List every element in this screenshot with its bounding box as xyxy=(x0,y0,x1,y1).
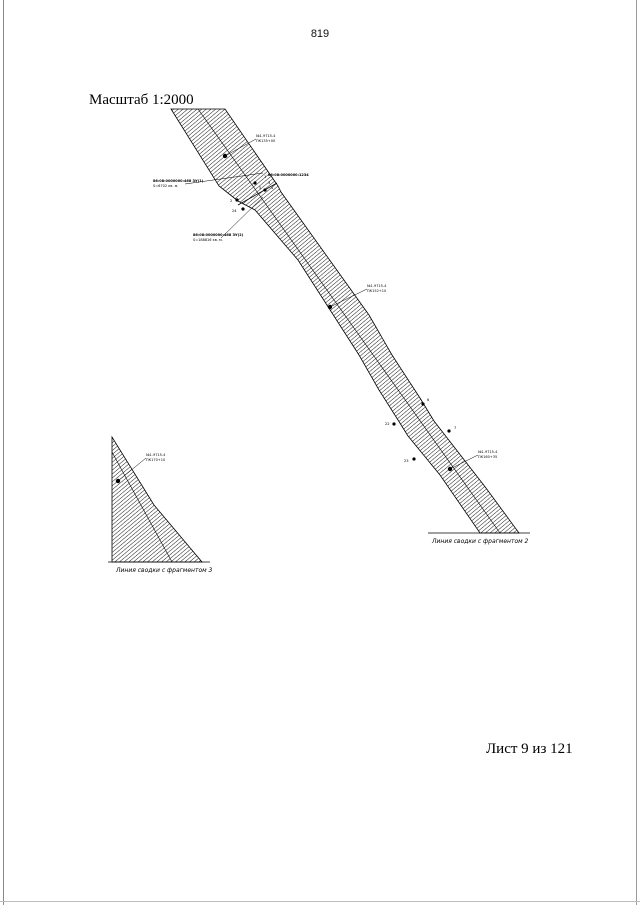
point-label: 2 xyxy=(230,199,232,203)
parcel-2-line1: 86:08:0000000:468 ЗУ(2) xyxy=(193,233,244,237)
seam-label-3: Линия сводки с фрагментом 3 xyxy=(115,567,213,574)
page-border-right xyxy=(636,0,637,905)
marker-dot xyxy=(412,457,416,461)
main-strip: №1.9715-4 ПК135+00 №1.9715-4 ПК152+10 №1… xyxy=(153,108,530,545)
callout-leader xyxy=(224,138,257,157)
callout-leader xyxy=(329,288,368,308)
side-strip: №1.9715-4 ПК170+10 Линия сводки с фрагме… xyxy=(108,435,213,574)
parcel-1-line1: 86:08:0000000:468 ЗУ(1) xyxy=(153,179,204,183)
main-strip-crossline xyxy=(237,182,278,206)
point-label: 1 xyxy=(264,175,266,179)
page-number: 819 xyxy=(310,28,330,40)
page-border-bottom xyxy=(0,901,640,902)
point-label: 6 xyxy=(427,398,430,402)
scale-label: Масштаб 1:2000 xyxy=(89,92,194,108)
marker-dot xyxy=(447,429,451,433)
parcel-3-line1: 86:08:0000000:1234 xyxy=(268,173,309,177)
point-label: 3 xyxy=(268,181,270,185)
callout-3-line2: ПК160+35 xyxy=(478,455,497,459)
parcel-leader xyxy=(184,172,264,185)
marker-dot xyxy=(392,422,396,426)
callout-1-line2: ПК135+00 xyxy=(256,139,275,143)
side-strip-centerline xyxy=(111,451,173,563)
marker-dot xyxy=(263,188,267,192)
callout-3-line1: №1.9715-4 xyxy=(478,450,498,454)
seam-label-2: Линия сводки с фрагментом 2 xyxy=(431,538,529,545)
page-border-left xyxy=(3,0,4,905)
point-label: 22 xyxy=(385,422,390,426)
callout-2-line2: ПК152+10 xyxy=(367,289,386,293)
marker-dot xyxy=(253,181,257,185)
point-label: 24 xyxy=(232,209,237,213)
sheet-label: Лист 9 из 121 xyxy=(486,741,573,757)
point-label: 23 xyxy=(404,459,409,463)
marker-dot xyxy=(421,402,425,406)
callout-2-line1: №1.9715-4 xyxy=(367,284,387,288)
point-label: 5 xyxy=(259,186,261,190)
marker-dot xyxy=(235,198,239,202)
callout-1-line1: №1.9715-4 xyxy=(256,134,276,138)
parcel-leader xyxy=(220,196,264,239)
side-callout-line2: ПК170+10 xyxy=(146,458,165,462)
parcel-1-line2: S=6702 кв. м. xyxy=(153,184,178,188)
main-strip-centerline xyxy=(197,108,501,534)
callout-leader xyxy=(449,454,479,470)
point-label: 7 xyxy=(454,426,456,430)
marker-dot xyxy=(241,207,245,211)
side-callout-line1: №1.9715-4 xyxy=(146,453,166,457)
main-strip-hatch xyxy=(170,108,520,534)
point-label: 4 xyxy=(271,186,274,190)
callout-leader xyxy=(117,457,147,482)
parcel-2-line2: S=188816 кв. м. xyxy=(193,238,223,242)
